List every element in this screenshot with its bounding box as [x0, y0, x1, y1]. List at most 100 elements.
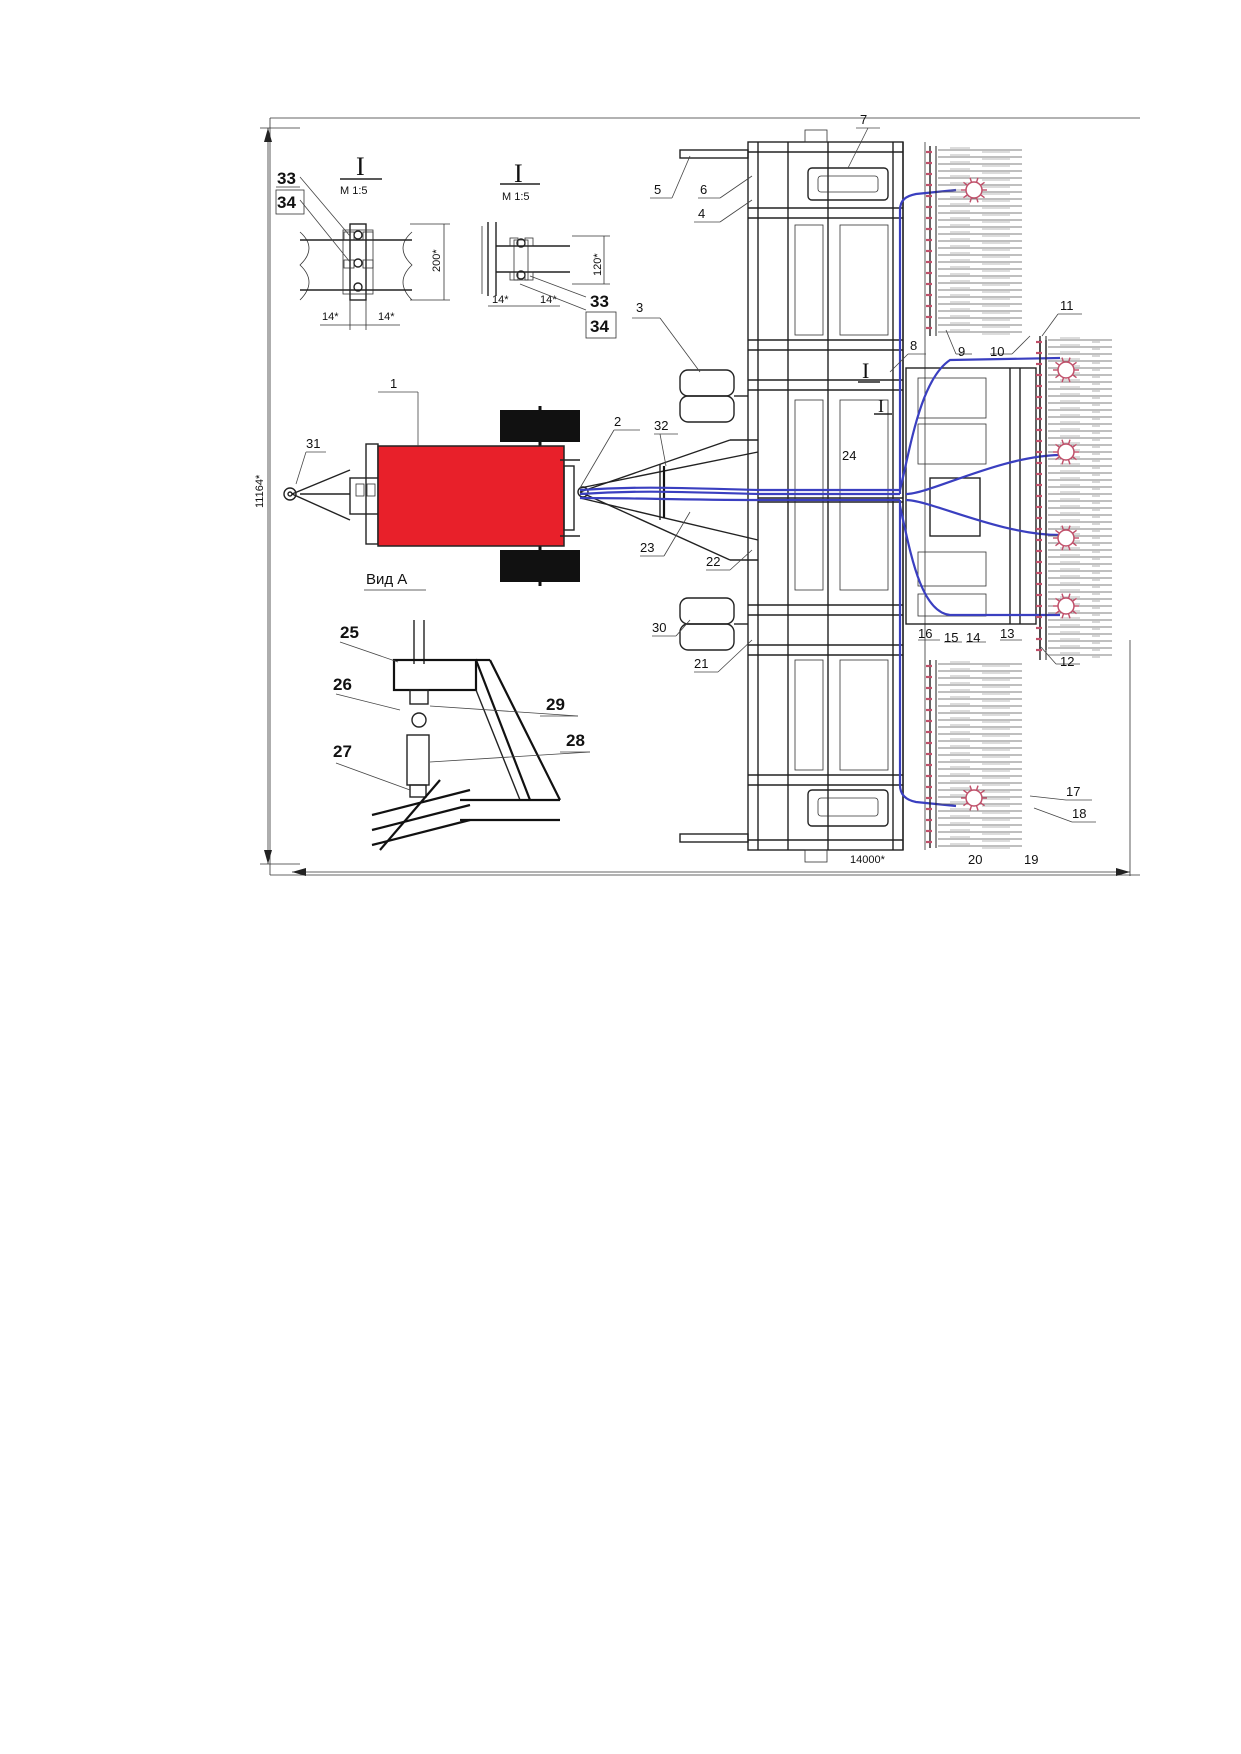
- width-dimension-text: 14000*: [850, 854, 886, 866]
- callout-14: 14: [966, 630, 980, 645]
- callout-11: 11: [1060, 298, 1074, 313]
- rotor-tooth: [1067, 377, 1071, 383]
- rotor-tooth: [1061, 545, 1065, 551]
- detail1-callout-33: 33: [277, 169, 296, 188]
- rotor-hub: [965, 181, 983, 199]
- rotor-tooth: [1067, 545, 1071, 551]
- rotor-tooth: [969, 197, 973, 203]
- rotor-tooth: [1061, 525, 1065, 531]
- callout-20: 20: [968, 852, 982, 867]
- rotor-tooth: [1067, 357, 1071, 363]
- rotor-tooth: [1067, 613, 1071, 619]
- rotor-hub: [1057, 597, 1075, 615]
- callout-1: 1: [390, 376, 397, 391]
- view-a-callout-28: 28: [566, 731, 585, 750]
- detail1-dim-left: 14*: [322, 311, 339, 323]
- rotor-tooth: [1072, 374, 1077, 379]
- view-a-callout-25: 25: [340, 623, 359, 642]
- hopper-body: [377, 445, 565, 547]
- callout-9: 9: [958, 344, 965, 359]
- detail1-height-dim: 200*: [431, 249, 443, 272]
- rotor-tooth: [1055, 597, 1060, 602]
- rotor-tooth: [1055, 542, 1060, 547]
- detail2-height-dim: 120*: [592, 253, 604, 276]
- part-callouts: 1 2 3 4 5 6 7 8 9 10 11 12 13 14 15 16 1: [295, 112, 1096, 867]
- detail-section-2: I M 1:5 120* 14* 14* 33 34: [481, 159, 617, 339]
- view-a-label: Вид А: [366, 571, 407, 588]
- callout-22: 22: [706, 554, 720, 569]
- rotor-tooth: [963, 789, 968, 794]
- detail2-dim-left: 14*: [492, 294, 509, 306]
- callout-32: 32: [654, 418, 668, 433]
- frame-section-marks: I I: [858, 358, 892, 416]
- callout-23: 23: [640, 540, 654, 555]
- rotor-tooth: [969, 805, 973, 811]
- detail1-callout-34: 34: [277, 193, 296, 212]
- rear-centre-frame: [905, 340, 1047, 650]
- rotor-tooth: [969, 785, 973, 791]
- callout-12: 12: [1060, 654, 1074, 669]
- rotor-tooth: [1061, 613, 1065, 619]
- sheet-border: [269, 117, 1140, 876]
- detail1-dim-right: 14*: [378, 311, 395, 323]
- view-a-detail: Вид А 25 26 27 29 28: [333, 571, 591, 851]
- seed-coulter-rows: [926, 146, 1112, 849]
- rotor-tooth: [1072, 361, 1077, 366]
- rotor-tooth: [1061, 357, 1065, 363]
- height-dimension-text: 11164*: [254, 474, 266, 508]
- rotor-tooth: [1055, 456, 1060, 461]
- rotor-tooth: [969, 177, 973, 183]
- rotor-tooth: [1072, 610, 1077, 615]
- rotor-tooth: [1055, 361, 1060, 366]
- width-dimension: 14000*: [292, 640, 1131, 876]
- view-a-callout-27: 27: [333, 742, 352, 761]
- rotor-tooth: [1072, 443, 1077, 448]
- callout-5: 5: [654, 182, 661, 197]
- rotor-tooth: [980, 802, 985, 807]
- detail-section-1: I M 1:5 33 34 200* 14* 14*: [275, 152, 450, 330]
- rotor-tooth: [1067, 459, 1071, 465]
- callout-15: 15: [944, 630, 958, 645]
- rotor-hub: [965, 789, 983, 807]
- rotor-tooth: [1067, 525, 1071, 531]
- callout-13: 13: [1000, 626, 1014, 641]
- callout-21: 21: [694, 656, 708, 671]
- hopper-trolley: [283, 406, 580, 586]
- rotor-tooth: [980, 194, 985, 199]
- rotor-tooth: [1067, 439, 1071, 445]
- distribution-rotors: [961, 177, 1079, 811]
- rotor-tooth: [975, 785, 979, 791]
- callout-17: 17: [1066, 784, 1080, 799]
- rotor-tooth: [980, 181, 985, 186]
- rotor-tooth: [1055, 374, 1060, 379]
- callout-19: 19: [1024, 852, 1038, 867]
- rotor-tooth: [980, 789, 985, 794]
- rotor-tooth: [1067, 593, 1071, 599]
- rotor-tooth: [1072, 542, 1077, 547]
- rotor-tooth: [1072, 529, 1077, 534]
- detail2-scale: M 1:5: [502, 191, 530, 203]
- rotor-hub: [1057, 443, 1075, 461]
- rotor-tooth: [963, 194, 968, 199]
- rotor-tooth: [1072, 456, 1077, 461]
- rotor-tooth: [1061, 377, 1065, 383]
- rotor-tooth: [963, 181, 968, 186]
- rotor-hub: [1057, 529, 1075, 547]
- rotor-tooth: [975, 805, 979, 811]
- callout-18: 18: [1072, 806, 1086, 821]
- rotor-hub: [1057, 361, 1075, 379]
- callout-7: 7: [860, 112, 867, 127]
- detail1-scale: M 1:5: [340, 185, 368, 197]
- callout-10: 10: [990, 344, 1004, 359]
- callout-3: 3: [636, 300, 643, 315]
- rotor-tooth: [1061, 459, 1065, 465]
- detail2-dim-right: 14*: [540, 294, 557, 306]
- callout-30: 30: [652, 620, 666, 635]
- callout-8: 8: [910, 338, 917, 353]
- rotor-tooth: [1055, 529, 1060, 534]
- rotor-tooth: [975, 177, 979, 183]
- view-a-callout-26: 26: [333, 675, 352, 694]
- rotor-tooth: [1055, 443, 1060, 448]
- detail2-section-mark: I: [514, 159, 523, 188]
